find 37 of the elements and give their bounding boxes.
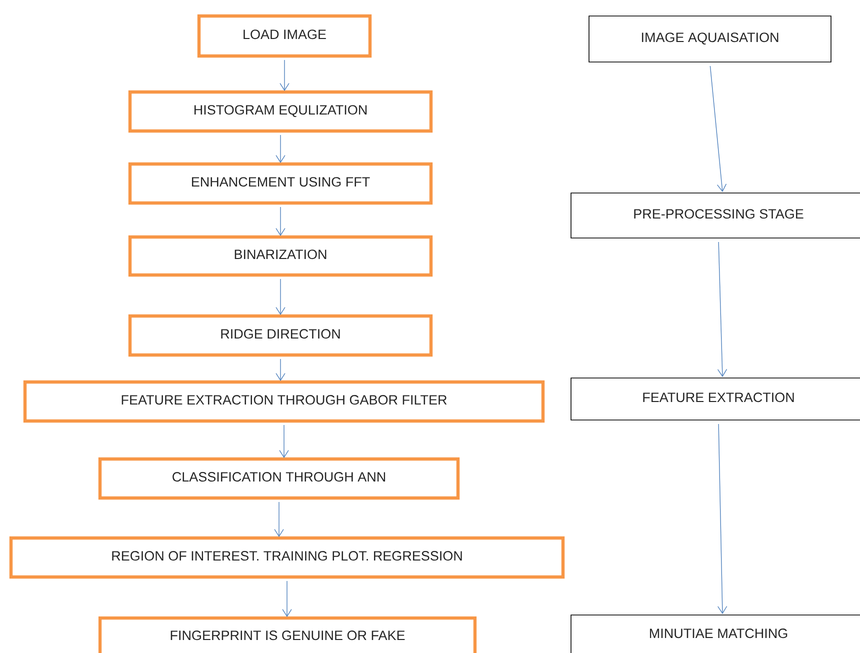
node-label: FINGERPRINT IS GENUINE OR FAKE: [170, 630, 405, 640]
arrow: [718, 424, 728, 614]
arrow: [717, 242, 728, 377]
stage-box: [570, 378, 860, 420]
arrow: [710, 66, 727, 192]
arrow: [282, 580, 292, 617]
arrow: [276, 134, 286, 163]
arrow: [276, 206, 286, 236]
process-box: [197, 14, 372, 58]
node-label: FEATURE EXTRACTION THROUGH GABOR FILTER: [122, 395, 447, 405]
process-box: [23, 380, 545, 423]
node-label: FEATURE EXTRACTION: [643, 392, 794, 402]
process-box: [128, 162, 433, 205]
process-box: [128, 90, 433, 133]
arrow: [276, 358, 286, 381]
arrow: [274, 502, 284, 537]
node-label: PRE-PROCESSING STAGE: [634, 209, 804, 219]
node-label: LOAD IMAGE: [244, 30, 326, 40]
node-label: MINUTIAE MATCHING: [650, 628, 788, 638]
node-label: RIDGE DIRECTION: [221, 329, 340, 339]
process-box: [128, 235, 433, 277]
stage-box: [588, 16, 832, 62]
node-label: IMAGE AQUAISATION: [642, 32, 778, 45]
stage-box: [570, 192, 860, 238]
node-label: CLASSIFICATION THROUGH ANN: [172, 472, 386, 482]
node-label: REGION OF INTEREST. TRAINING PLOT. REGRESSION: [112, 551, 462, 561]
process-box: [98, 616, 477, 653]
arrow: [279, 424, 289, 458]
node-label: BINARIZATION: [234, 250, 326, 260]
process-box: [98, 457, 460, 500]
node-label: HISTOGRAM EQULIZATION: [194, 105, 367, 118]
arrow: [280, 60, 290, 91]
process-box: [128, 314, 433, 357]
arrow: [276, 278, 286, 315]
stage-box: [570, 614, 860, 653]
process-box: [9, 536, 565, 579]
node-label: ENHANCEMENT USING FFT: [192, 177, 370, 187]
